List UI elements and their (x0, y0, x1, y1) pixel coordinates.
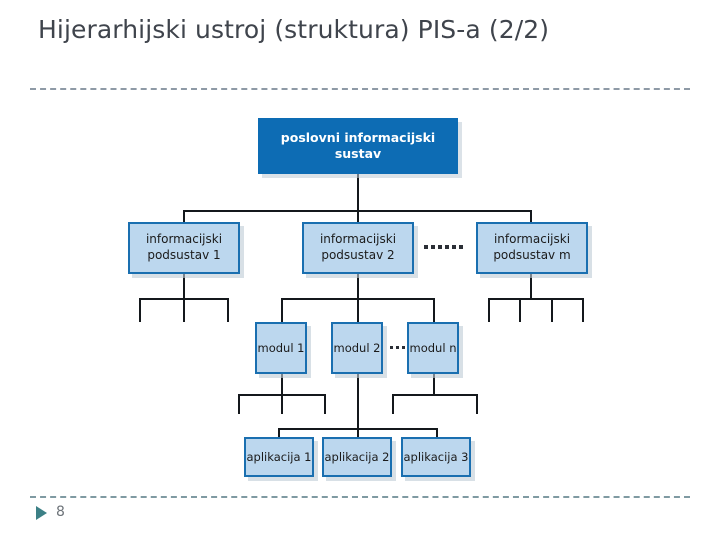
node-aplikacija-3[interactable]: aplikacija 3 (401, 437, 471, 477)
connector-mod1-leg-2 (281, 394, 283, 414)
connector-modn-leg-1 (392, 394, 394, 414)
connector-mod1-stem (281, 374, 283, 394)
node-modul-n[interactable]: modul n (407, 322, 459, 374)
node-modul-1[interactable]: modul 1 (255, 322, 307, 374)
ellipsis-subsystems (424, 245, 463, 249)
node-label: aplikacija 3 (403, 449, 469, 464)
connector-drop-subm (530, 210, 532, 222)
node-aplikacija-2[interactable]: aplikacija 2 (322, 437, 392, 477)
hierarchy-diagram: poslovni informacijski sustav informacij… (0, 100, 720, 490)
node-label: informacijski podsustav 2 (319, 232, 397, 262)
connector-drop-modn (433, 298, 435, 322)
connector-root-stem (357, 174, 359, 210)
title-divider (30, 88, 690, 90)
node-label: informacijski podsustav m (493, 232, 571, 262)
triangle-right-icon (36, 506, 47, 520)
node-label: informacijski podsustav 1 (145, 232, 223, 262)
connector-sub1-leg-3 (227, 298, 229, 322)
connector-sub2-stem (357, 274, 359, 298)
node-informacijski-podsustav-2[interactable]: informacijski podsustav 2 (302, 222, 414, 274)
connector-subm-leg-2 (519, 298, 521, 322)
connector-subm-leg-3 (551, 298, 553, 322)
connector-drop-mod1 (281, 298, 283, 322)
connector-modn-bus (392, 394, 478, 396)
node-poslovni-informacijski-sustav[interactable]: poslovni informacijski sustav (258, 118, 458, 174)
page-title: Hijerarhijski ustroj (struktura) PIS-a (… (38, 15, 550, 44)
connector-mod1-leg-3 (324, 394, 326, 414)
node-informacijski-podsustav-m[interactable]: informacijski podsustav m (476, 222, 588, 274)
node-aplikacija-1[interactable]: aplikacija 1 (244, 437, 314, 477)
connector-sub1-leg-1 (139, 298, 141, 322)
ellipsis-modules (390, 346, 405, 349)
node-label: modul 1 (257, 340, 305, 355)
connector-subm-leg-1 (488, 298, 490, 322)
page-number: 8 (56, 504, 65, 520)
connector-sub1-stem (183, 274, 185, 298)
connector-modn-leg-2 (476, 394, 478, 414)
connector-mod1-leg-1 (238, 394, 240, 414)
node-label: modul 2 (333, 340, 381, 355)
footer-divider (30, 496, 690, 498)
connector-drop-sub1 (183, 210, 185, 222)
node-informacijski-podsustav-1[interactable]: informacijski podsustav 1 (128, 222, 240, 274)
connector-modn-stem (433, 374, 435, 394)
connector-mod2-stem (357, 374, 359, 428)
node-modul-2[interactable]: modul 2 (331, 322, 383, 374)
node-label: aplikacija 1 (246, 449, 312, 464)
node-label: poslovni informacijski sustav (280, 130, 436, 161)
connector-subm-stem (530, 274, 532, 298)
connector-subm-leg-4 (582, 298, 584, 322)
node-label: aplikacija 2 (324, 449, 390, 464)
connector-drop-mod2 (357, 298, 359, 322)
connector-subm-bus (488, 298, 584, 300)
connector-sub1-leg-2 (183, 298, 185, 322)
node-label: modul n (409, 340, 457, 355)
connector-drop-sub2 (357, 210, 359, 222)
